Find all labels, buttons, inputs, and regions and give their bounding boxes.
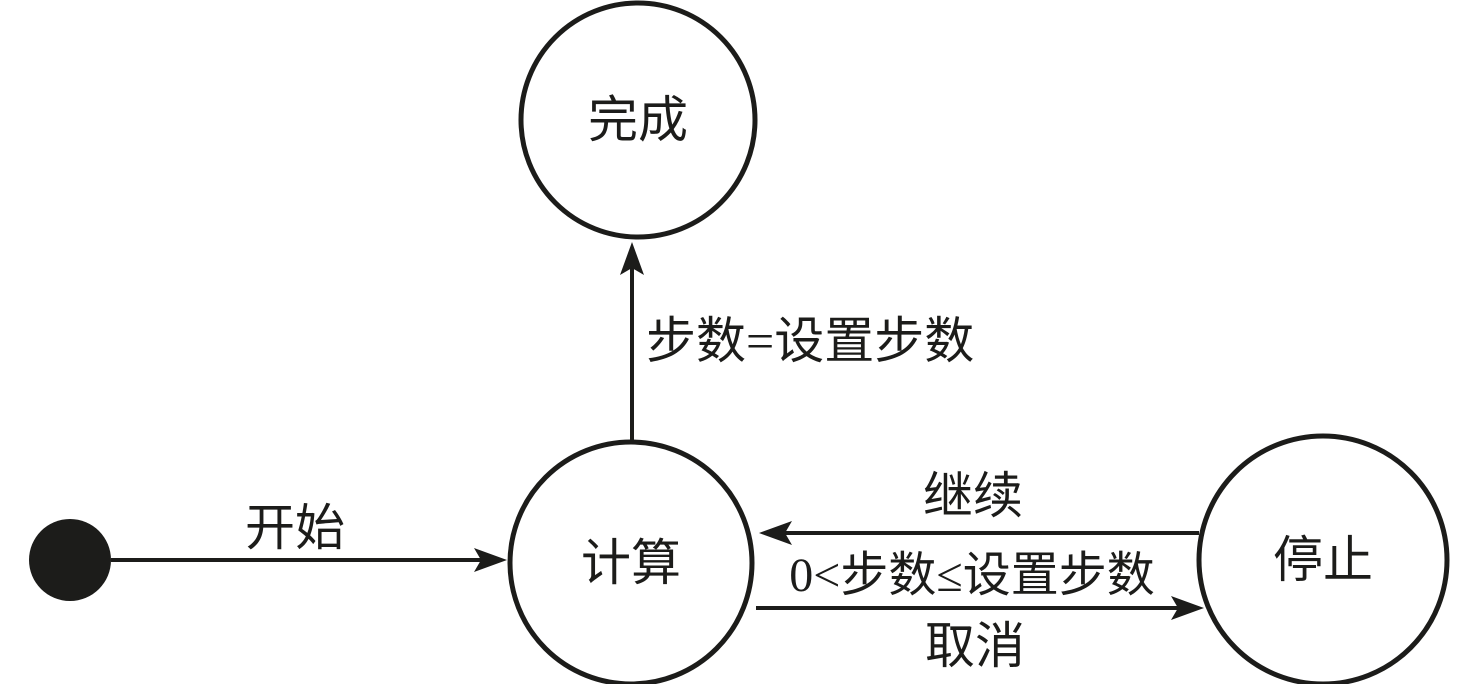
transition-continue-arrowhead-icon <box>759 521 792 545</box>
transition-start: 开始 <box>111 500 507 572</box>
transition-finish: 步数=设置步数 <box>620 242 974 441</box>
loop-guard-label: 0<步数≤设置步数 <box>789 549 1154 602</box>
transition-continue: 继续 <box>759 468 1199 545</box>
state-done: 完成 <box>518 0 758 240</box>
state-stop-circle <box>1196 433 1450 684</box>
transition-finish-arrowhead-icon <box>620 242 644 275</box>
transition-cancel: 取消 <box>756 596 1204 674</box>
initial-state-dot <box>29 519 111 601</box>
transition-start-label: 开始 <box>245 500 345 556</box>
transition-finish-label: 步数=设置步数 <box>646 313 974 369</box>
state-compute-label: 计算 <box>581 535 681 591</box>
transition-cancel-label: 取消 <box>925 618 1025 674</box>
state-compute-circle <box>507 439 755 684</box>
state-stop: 停止 <box>1196 433 1450 684</box>
state-done-label: 完成 <box>588 92 688 148</box>
transition-continue-label: 继续 <box>923 468 1023 524</box>
transition-cancel-arrowhead-icon <box>1171 596 1204 620</box>
state-stop-label: 停止 <box>1273 532 1373 588</box>
state-done-circle <box>518 0 758 240</box>
transition-start-arrowhead-icon <box>474 548 507 572</box>
state-compute: 计算 <box>507 439 755 684</box>
